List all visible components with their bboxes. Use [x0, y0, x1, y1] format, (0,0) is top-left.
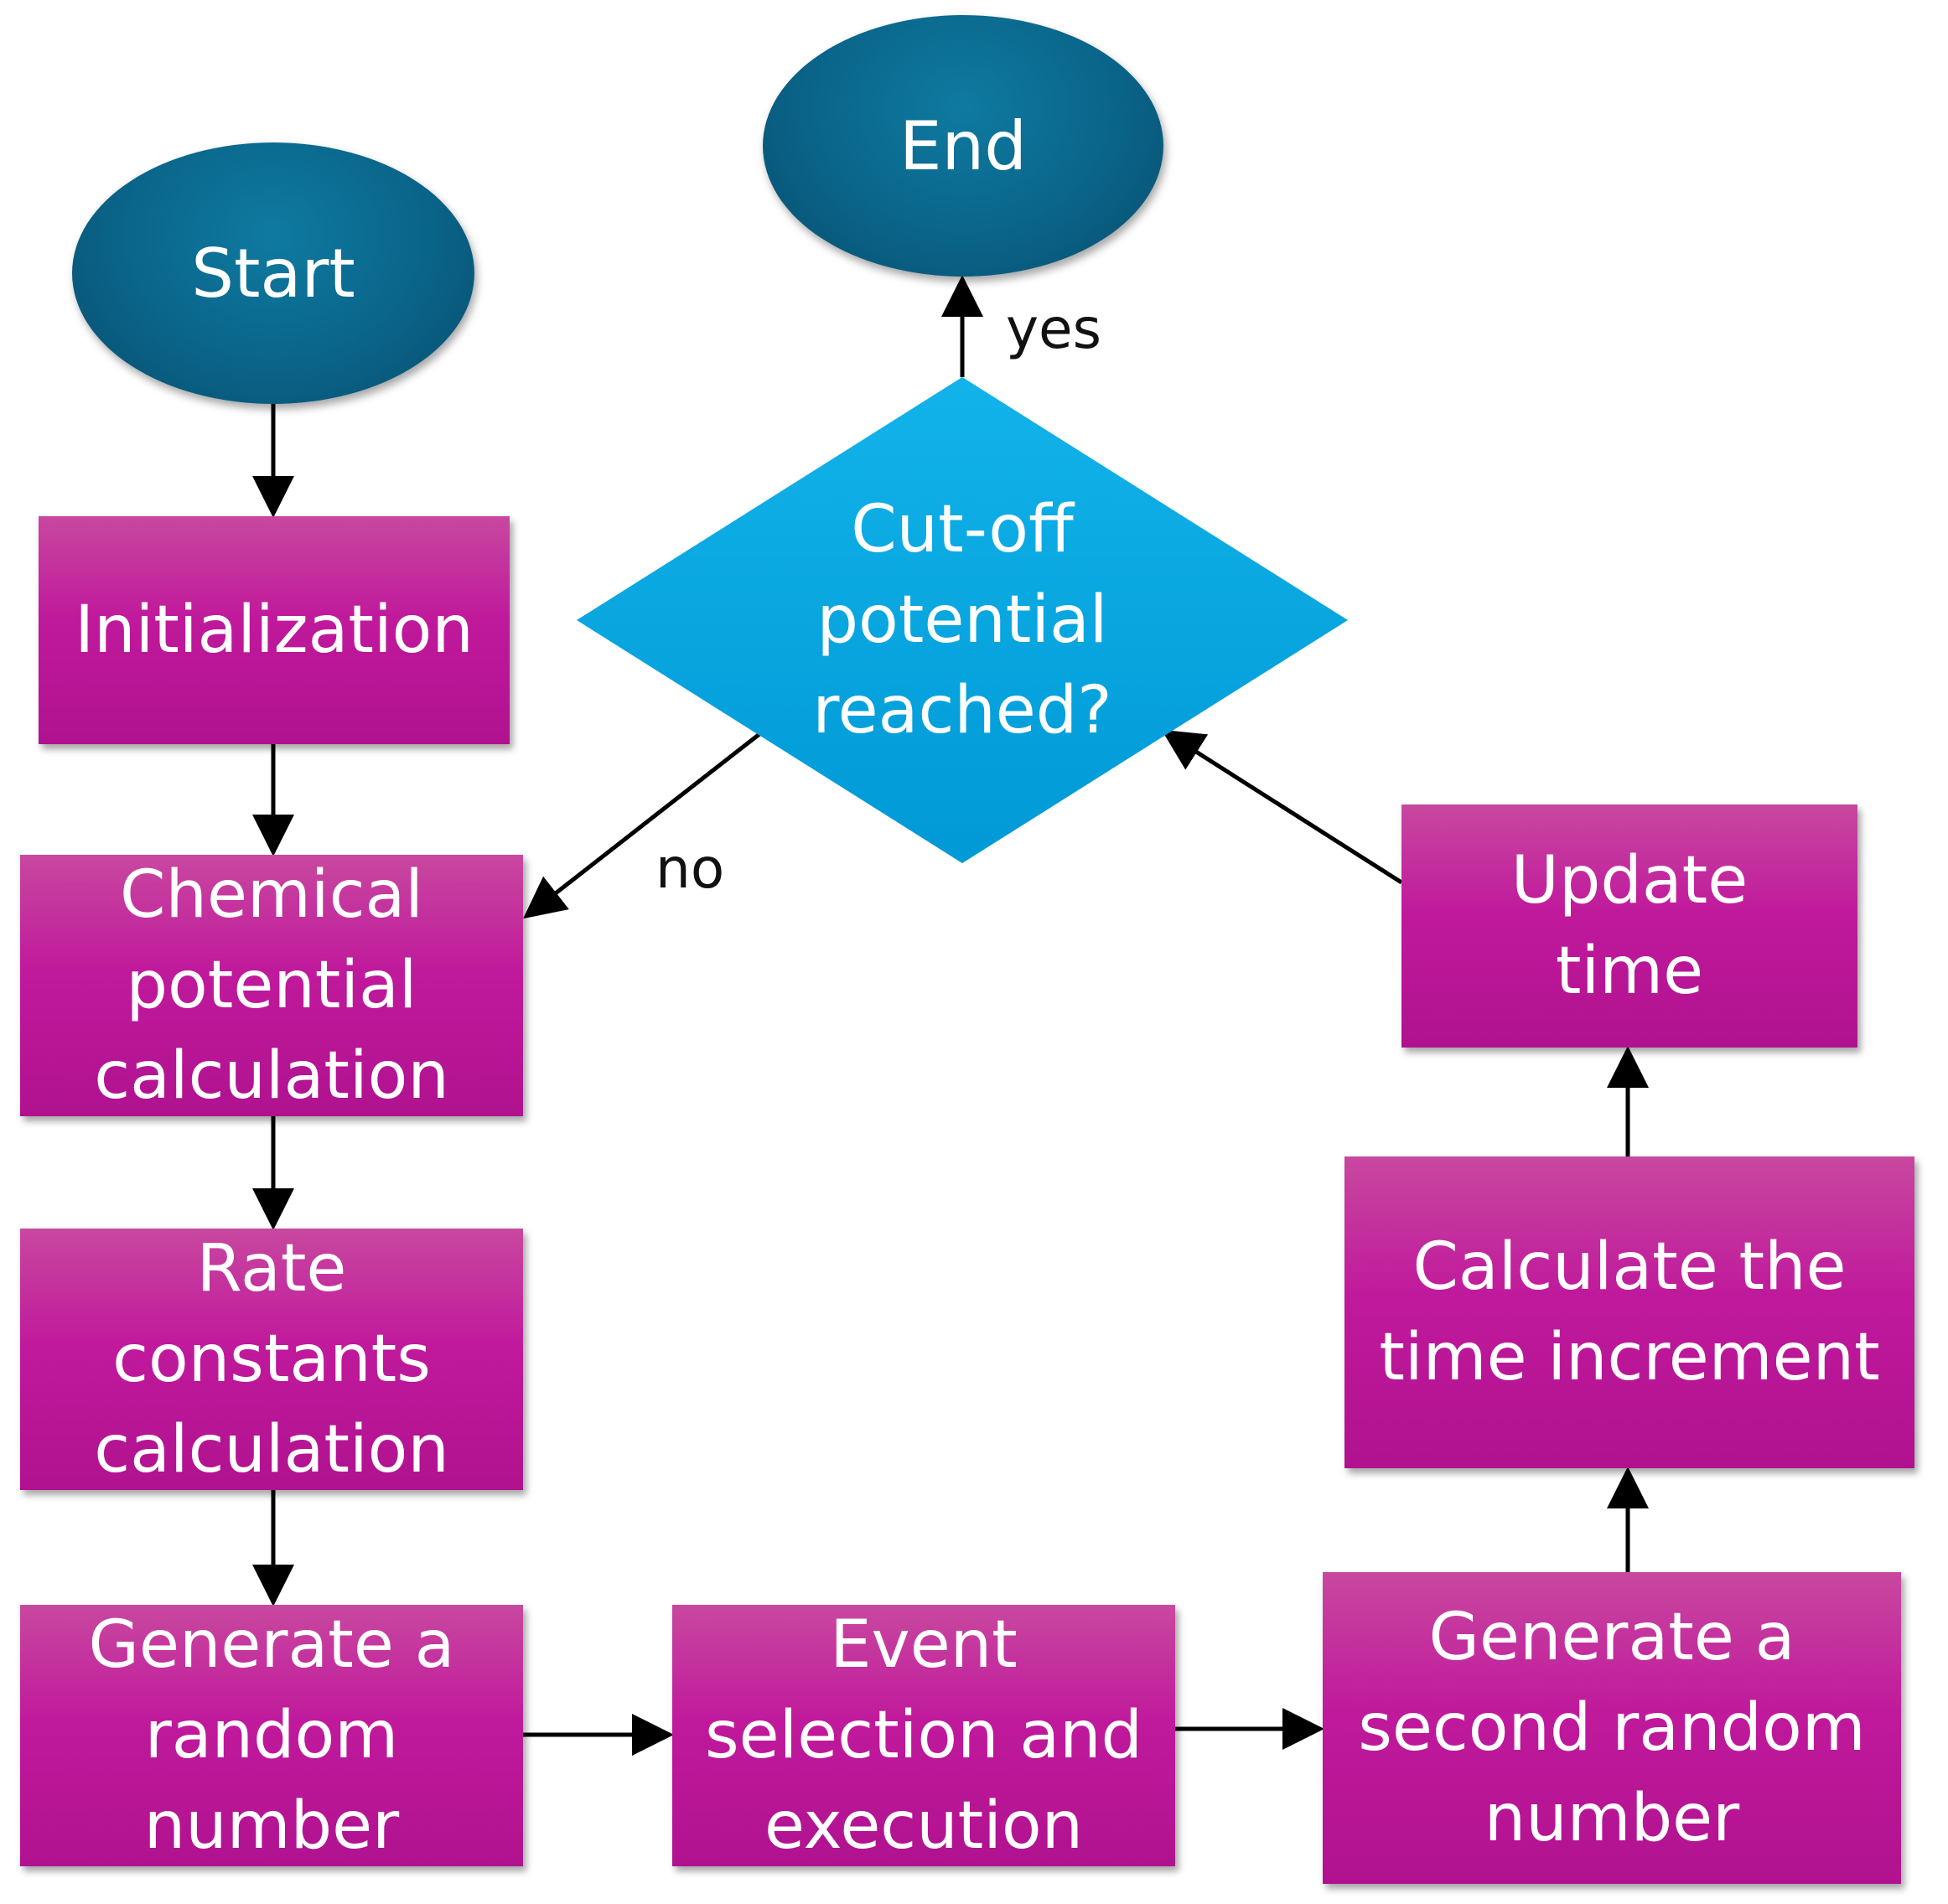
- chemical-potential-box: Chemical potential calculation: [20, 855, 523, 1116]
- edge-update-to-cutoff: [1161, 729, 1403, 885]
- chemical-potential-label: Chemical potential calculation: [94, 857, 449, 1114]
- end-node: End: [763, 15, 1163, 277]
- second-random-number-box: Generate a second random number: [1323, 1572, 1901, 1884]
- decision-diamond-shape: [577, 377, 1348, 863]
- random-number-box: Generate a random number: [20, 1605, 523, 1866]
- second-random-number-label: Generate a second random number: [1358, 1600, 1866, 1856]
- yes-label: yes: [1006, 297, 1102, 361]
- update-time-box: Update time: [1401, 805, 1857, 1048]
- event-selection-label: Event selection and execution: [704, 1607, 1143, 1864]
- time-increment-label: Calculate the time increment: [1379, 1229, 1880, 1395]
- update-time-label: Update time: [1510, 843, 1749, 1009]
- cutoff-decision-label: Cut-off potential reached?: [812, 492, 1112, 748]
- initialization-box: Initialization: [39, 516, 510, 744]
- edge-cutoff-to-chemical: [523, 732, 761, 919]
- start-label: Start: [191, 234, 355, 313]
- initialization-label: Initialization: [75, 592, 474, 668]
- cutoff-decision-diamond: Cut-off potential reached?: [577, 377, 1348, 863]
- start-node: Start: [72, 142, 474, 404]
- random-number-label: Generate a random number: [88, 1607, 455, 1864]
- time-increment-box: Calculate the time increment: [1344, 1156, 1914, 1468]
- rate-constants-label: Rate constants calculation: [94, 1231, 449, 1488]
- end-label: End: [899, 106, 1028, 185]
- no-label: no: [655, 836, 725, 901]
- rate-constants-box: Rate constants calculation: [20, 1229, 523, 1490]
- event-selection-box: Event selection and execution: [672, 1605, 1175, 1866]
